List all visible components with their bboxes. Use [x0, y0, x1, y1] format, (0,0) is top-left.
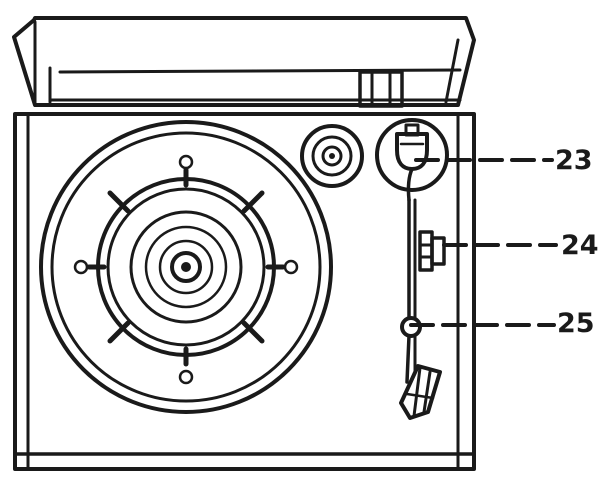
base-cabinet — [13, 112, 476, 471]
callout-label-24: 24 — [561, 230, 599, 261]
adapter-45rpm — [300, 124, 364, 188]
tonearm-lift-lever — [418, 230, 446, 272]
tonearm-rest — [375, 118, 449, 192]
platter-markers — [73, 154, 299, 385]
callout-label-23: 23 — [555, 145, 593, 176]
leader-lines — [409, 158, 558, 327]
lid-hinge — [358, 70, 404, 108]
tonearm-counterweight — [395, 132, 429, 171]
spindle — [181, 262, 191, 272]
headshell — [399, 364, 442, 420]
dust-cover — [12, 16, 476, 107]
callout-label-25: 25 — [557, 308, 595, 339]
platter-spokes — [86, 167, 286, 367]
